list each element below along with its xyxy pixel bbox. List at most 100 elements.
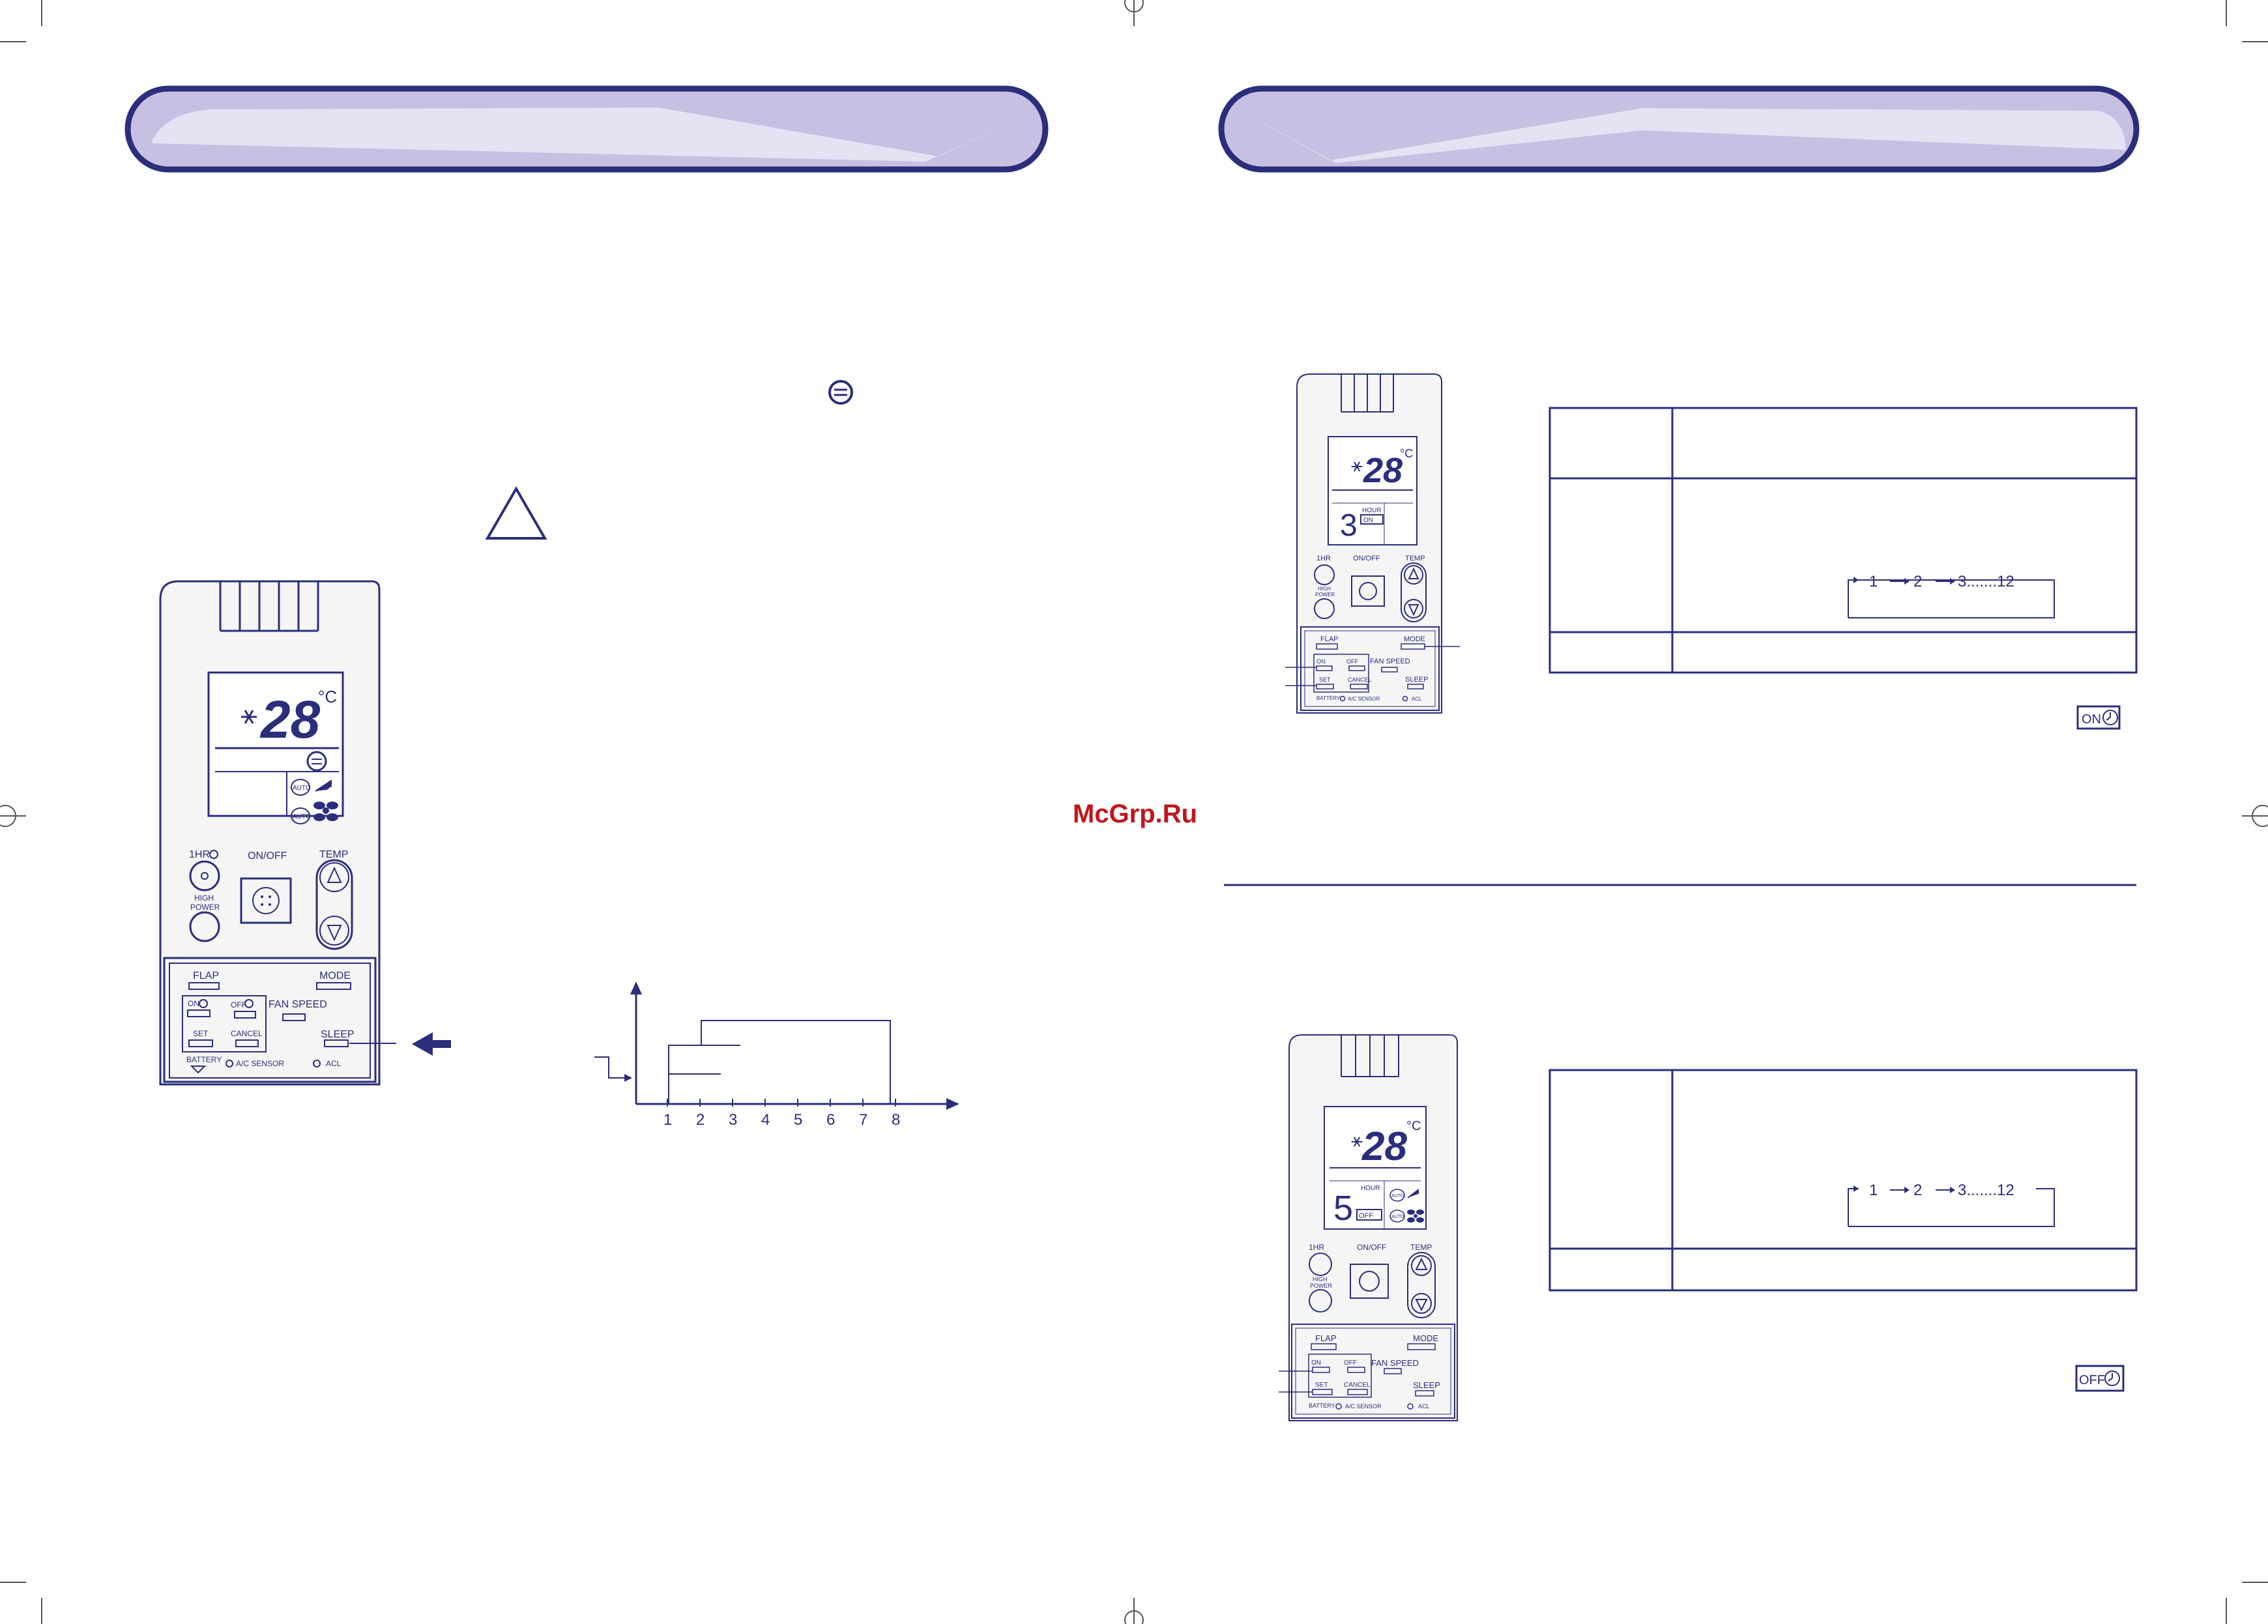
btn-on-label: ON xyxy=(188,999,199,1008)
lcd-timer-on: ON xyxy=(1363,517,1373,524)
seq-2: 2 xyxy=(1913,1182,1922,1199)
lcd-hour: HOUR xyxy=(1362,507,1381,514)
btn-flap[interactable]: FLAP xyxy=(188,970,220,990)
btn-timer-off[interactable]: OFF xyxy=(231,999,256,1019)
remote-large: 28 °C AUTO AUTO 1HR HIGH PO xyxy=(159,580,396,1086)
lcd-sleep-icon xyxy=(306,751,327,772)
btn-high-label: HIGH xyxy=(1313,1276,1328,1283)
btn-fan-speed[interactable]: FAN SPEED xyxy=(269,999,327,1021)
chart-x-arrow xyxy=(946,1098,959,1110)
btn-sleep-label: SLEEP xyxy=(321,1029,355,1040)
seq-1: 1 xyxy=(1869,1182,1878,1199)
chart-tick-label: 8 xyxy=(892,1111,900,1129)
off-timer-sequence: 1 2 3.......12 xyxy=(1854,1182,2014,1199)
btn-cancel[interactable]: CANCEL xyxy=(231,1029,263,1047)
sleep-arrow-icon xyxy=(412,1032,451,1056)
btn-high-power[interactable]: HIGH POWER xyxy=(189,893,220,942)
chart-step-2 xyxy=(668,1045,740,1074)
btn-mode-label: MODE xyxy=(1404,635,1425,643)
chart-tick-label: 4 xyxy=(761,1111,770,1129)
seq-3: 3.......12 xyxy=(1958,573,2014,590)
chart-entry-arrow xyxy=(624,1074,632,1082)
chart-tick-label: 1 xyxy=(663,1111,672,1129)
btn-ac-sensor: A/C SENSOR xyxy=(225,1059,284,1068)
btn-1hr-label: 1HR xyxy=(1316,555,1331,562)
lcd-timer-off: OFF xyxy=(1359,1212,1373,1220)
btn-temp[interactable]: TEMP xyxy=(315,849,353,950)
lcd-unit: °C xyxy=(1406,1119,1421,1133)
btn-acsensor-label: A/C SENSOR xyxy=(236,1059,284,1068)
chart-tick-label: 3 xyxy=(729,1111,737,1129)
btn-off-label: OFF xyxy=(1346,658,1358,665)
lcd-temp: 28 xyxy=(1363,451,1403,490)
btn-high-label: HIGH xyxy=(1318,586,1331,592)
btn-off-label: OFF xyxy=(1344,1359,1357,1367)
lcd-hour: HOUR xyxy=(1361,1185,1380,1192)
btn-mode-label: MODE xyxy=(1413,1333,1438,1343)
lcd-screen xyxy=(207,671,344,817)
btn-acl[interactable]: ACL xyxy=(313,1059,342,1068)
btn-mode[interactable]: MODE xyxy=(316,970,351,990)
btn-on-label: ON xyxy=(1316,658,1326,665)
btn-on-label: ON xyxy=(1311,1359,1321,1367)
btn-sleep-label: SLEEP xyxy=(1405,676,1428,684)
btn-acl-label: ACL xyxy=(1418,1403,1430,1410)
watermark: McGrp.Ru xyxy=(1073,800,1197,828)
btn-1hr[interactable]: 1HR HIGH POWER xyxy=(1309,1243,1333,1312)
lcd-unit: °C xyxy=(1400,447,1413,460)
btn-acsensor-label: A/C SENSOR xyxy=(1348,696,1380,702)
on-badge-label: ON xyxy=(2082,712,2101,727)
lower-panel xyxy=(163,957,377,1083)
seq-2: 2 xyxy=(1913,573,1922,590)
btn-set-label: SET xyxy=(1315,1382,1328,1389)
chart-step-3 xyxy=(701,1020,891,1104)
chart-step-1 xyxy=(668,1073,721,1104)
fan-icon xyxy=(313,802,338,821)
left-title-banner xyxy=(124,85,1049,173)
chart-tick-label: 7 xyxy=(859,1111,867,1129)
off-badge-label: OFF xyxy=(2079,1373,2105,1387)
btn-flap-label: FLAP xyxy=(1315,1333,1337,1343)
btn-cancel-label: CANCEL xyxy=(1344,1382,1371,1389)
btn-1hr[interactable]: 1HR xyxy=(189,849,220,892)
btn-fanspeed-label: FAN SPEED xyxy=(1371,1358,1419,1368)
remote-off-timer: 28 °C HOUR 5 OFF AUTO AUTO 1HR HIGH POWE… xyxy=(1279,1034,1458,1421)
btn-temp[interactable]: TEMP xyxy=(1401,555,1427,622)
btn-onoff[interactable]: ON/OFF xyxy=(1350,1243,1389,1299)
flap-icon xyxy=(315,779,332,792)
btn-sleep-label: SLEEP xyxy=(1413,1380,1440,1390)
btn-onoff[interactable]: ON/OFF xyxy=(240,850,292,924)
lcd-digit: 5 xyxy=(1333,1189,1353,1228)
btn-sleep[interactable]: SLEEP xyxy=(321,1029,355,1047)
lcd-temp: 28 xyxy=(259,690,321,749)
off-timer-table xyxy=(1548,1069,2138,1292)
on-timer-sequence: 1 2 3.......12 xyxy=(1854,573,2014,590)
btn-battery-label: BATTERY xyxy=(1316,695,1341,701)
btn-onoff-label: ON/OFF xyxy=(1353,555,1380,562)
lcd-auto-1: AUTO xyxy=(293,785,311,792)
btn-set[interactable]: SET xyxy=(188,1029,213,1047)
btn-set-label: SET xyxy=(193,1029,209,1038)
chart-entry-line xyxy=(594,1056,627,1079)
btn-fanspeed-label: FAN SPEED xyxy=(1370,658,1410,665)
btn-1hr-label: 1HR xyxy=(189,849,210,860)
btn-onoff[interactable]: ON/OFF xyxy=(1351,555,1385,607)
sleep-icon xyxy=(828,380,853,405)
btn-timer-on[interactable]: ON xyxy=(187,999,211,1017)
fan-icon xyxy=(1407,1210,1424,1223)
btn-onoff-label: ON/OFF xyxy=(1357,1243,1386,1252)
btn-battery: BATTERY xyxy=(186,1055,222,1074)
btn-power-label: POWER xyxy=(1315,592,1335,598)
btn-flap-label: FLAP xyxy=(193,970,219,981)
seq-1: 1 xyxy=(1869,573,1878,590)
btn-temp[interactable]: TEMP xyxy=(1407,1243,1436,1318)
btn-off-label: OFF xyxy=(231,1000,246,1009)
flap-icon xyxy=(1407,1189,1419,1198)
btn-battery-label: BATTERY xyxy=(186,1055,222,1064)
btn-cancel-label: CANCEL xyxy=(231,1029,263,1038)
btn-1hr[interactable]: 1HR HIGH POWER xyxy=(1314,555,1335,619)
remote-on-timer: 28 °C 3 HOUR ON 1HR HIGH POWER ON/OFF TE… xyxy=(1285,373,1460,714)
lcd-digit: 3 xyxy=(1340,508,1358,543)
